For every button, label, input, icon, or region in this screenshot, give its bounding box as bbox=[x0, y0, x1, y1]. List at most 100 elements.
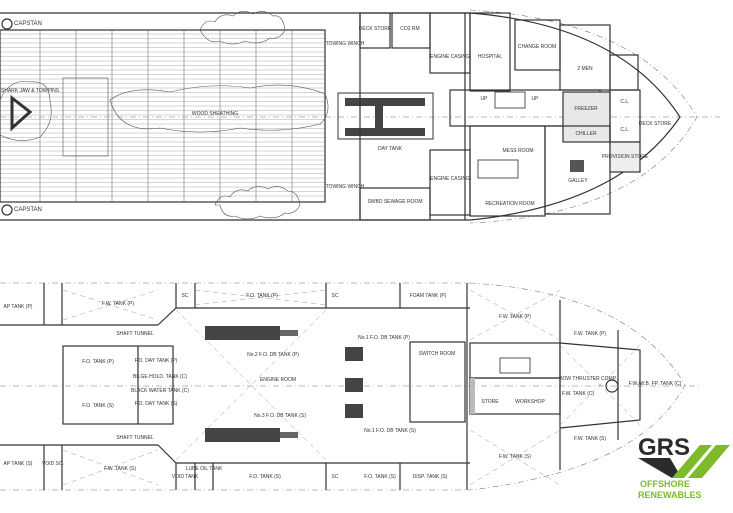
label-fw-tank-s-fwd: F.W. TANK (S) bbox=[574, 436, 606, 442]
label-fw-tank-p-fwd: F.W. TANK (P) bbox=[574, 331, 606, 337]
label-shaft-tunnel: SHAFT TUNNEL bbox=[116, 331, 154, 337]
label-engine-casing-stbd: ENGINE CASING bbox=[430, 176, 470, 182]
label-bilge-tank: BILGE HOLD. TANK (C) bbox=[133, 374, 187, 380]
logo-green-stripe bbox=[672, 445, 712, 478]
label-swbd-room: SWBD SEWAGE ROOM bbox=[367, 199, 422, 205]
label-mess-room: MESS ROOM bbox=[502, 148, 533, 154]
label-ap-tank-s: AP TANK (S) bbox=[4, 461, 33, 467]
label-bow-thruster: BOW THRUSTER COMP. bbox=[559, 376, 617, 382]
label-fo-tank-p-fwd: F.O. TANK (P) bbox=[246, 293, 278, 299]
label-foam-tank: FOAM TANK (P) bbox=[410, 293, 447, 299]
label-no2-fo-db-tank: No.2 F.O. DB TANK (P) bbox=[247, 352, 299, 358]
label-fw-tank-s: F.W. TANK (S) bbox=[104, 466, 136, 472]
capstan-icon bbox=[1, 204, 13, 216]
towing-winch bbox=[337, 92, 434, 140]
label-2-men: 2 MEN bbox=[577, 66, 593, 72]
label-fp-tank: F.W./W.B. FP. TANK (C) bbox=[629, 381, 682, 387]
upper-deck-plan: CAPSTAN CAPSTAN SHARK JAW & TOWPINS WOOD… bbox=[0, 9, 720, 224]
label-workshop: WORKSHOP bbox=[515, 399, 545, 405]
stairs bbox=[494, 91, 526, 109]
label-galley: GALLEY bbox=[568, 178, 588, 184]
label-store: STORE bbox=[481, 399, 499, 405]
label-switch-room: SWITCH ROOM bbox=[419, 351, 456, 357]
label-co2-room: CO2 RM bbox=[400, 26, 419, 32]
stairs bbox=[499, 357, 531, 374]
shark-jaw-cloud bbox=[0, 81, 52, 141]
label-ap-tank-p: AP TANK (P) bbox=[4, 304, 33, 310]
label-fo-tank-p: F.O. TANK (P) bbox=[82, 359, 114, 365]
revision-cloud bbox=[199, 11, 286, 45]
label-sc: SC bbox=[332, 474, 339, 480]
logo-grs-text: GRS bbox=[638, 434, 690, 461]
revision-cloud bbox=[109, 84, 329, 133]
label-fo-tank-s-aft: F.O. TANK (S) bbox=[249, 474, 281, 480]
label-fw-tank-c: F.W. TANK (C) bbox=[562, 391, 595, 397]
label-provision-store: PROVISION STORE bbox=[602, 154, 649, 160]
label-no3-fo-db-tank: No.3 F.O. DB TANK (S) bbox=[254, 413, 306, 419]
generator bbox=[345, 378, 363, 392]
main-engine-port bbox=[205, 326, 280, 340]
main-deck-area bbox=[0, 29, 326, 203]
bow-outline-dashed bbox=[469, 282, 686, 491]
main-engines bbox=[205, 326, 363, 442]
label-recreation-room: RECREATION ROOM bbox=[485, 201, 534, 207]
label-disp-tank: DISP. TANK (S) bbox=[413, 474, 448, 480]
label-hospital: HOSPITAL bbox=[478, 54, 503, 60]
label-chiller: CHILLER bbox=[575, 131, 597, 137]
label-deck-store: DECK STORE bbox=[359, 26, 392, 32]
label-sc: SC bbox=[182, 293, 189, 299]
label-void: VOID SC. bbox=[42, 461, 64, 467]
label-sc: SC bbox=[332, 293, 339, 299]
winch-motor bbox=[375, 106, 383, 128]
lower-deck-plan: AP TANK (P) F.W. TANK (P) SHAFT TUNNEL S… bbox=[0, 282, 700, 491]
label-shaft-tunnel: SHAFT TUNNEL bbox=[116, 435, 154, 441]
label-fw-tank-p: F.W. TANK (P) bbox=[102, 301, 134, 307]
label-engine-casing: ENGINE CASING bbox=[430, 54, 470, 60]
label-winch: TOWING WINCH bbox=[326, 41, 365, 47]
label-up: UP bbox=[481, 96, 489, 102]
lower-tanks bbox=[0, 283, 641, 490]
tank-diagonals bbox=[62, 289, 641, 486]
upper-rooms bbox=[359, 12, 641, 221]
wood-sheathing-deck bbox=[0, 30, 325, 202]
label-fw-tank-s-bow: F.W. TANK (S) bbox=[499, 454, 531, 460]
revision-cloud bbox=[214, 186, 301, 220]
bow-thruster-icon bbox=[605, 379, 619, 393]
label-fo-tank-s: F.O. TANK (S) bbox=[82, 403, 114, 409]
capstan-icon bbox=[1, 18, 13, 30]
label-black-water-tank: BLACK WATER TANK (C) bbox=[131, 388, 189, 394]
label-cl: C.L. bbox=[620, 99, 629, 105]
store-shelf bbox=[470, 378, 475, 414]
label-wood-sheathing: WOOD SHEATHING bbox=[192, 111, 238, 117]
label-shark-jaw: SHARK JAW & TOWPINS bbox=[1, 88, 60, 94]
grs-logo: GRS OFFSHORE RENEWABLES bbox=[638, 434, 730, 500]
winch-drum bbox=[345, 128, 425, 136]
label-engine-room: ENGINE ROOM bbox=[260, 377, 296, 383]
label-capstan-stbd: CAPSTAN bbox=[14, 207, 42, 213]
logo-offshore: OFFSHORE bbox=[640, 479, 690, 489]
label-no1-fo-db-tank-s: No.1 F.O. DB TANK (S) bbox=[364, 428, 416, 434]
label-fw-tank-p-bow: F.W. TANK (P) bbox=[499, 314, 531, 320]
label-day-tank: DAY TANK bbox=[378, 146, 403, 152]
label-up: UP bbox=[532, 96, 540, 102]
label-fo-tank-s-fwd: F.O. TANK (S) bbox=[364, 474, 396, 480]
main-engine-stbd bbox=[205, 428, 280, 442]
label-winch: TOWING WINCH bbox=[326, 184, 365, 190]
galley-range bbox=[570, 160, 584, 172]
label-fo-day-tank-s: F.O. DAY TANK (S) bbox=[135, 401, 178, 407]
label-void-tank: VOID TANK bbox=[172, 474, 199, 480]
generator bbox=[345, 347, 363, 361]
label-deck-store-bow: DECK STORE bbox=[639, 121, 672, 127]
shark-jaw-icon bbox=[10, 94, 33, 132]
label-capstan-port: CAPSTAN bbox=[14, 21, 42, 27]
label-freezer: FREEZER bbox=[574, 106, 598, 112]
generator bbox=[345, 404, 363, 418]
logo-renewables: RENEWABLES bbox=[638, 490, 702, 500]
label-change-room: CHANGE ROOM bbox=[518, 44, 556, 50]
label-lube-oil-tank: LUBE OIL TANK bbox=[186, 466, 223, 472]
logo-dark-stripe bbox=[638, 458, 680, 478]
label-cl: C.L. bbox=[620, 127, 629, 133]
mess-table bbox=[477, 159, 519, 179]
winch-drum bbox=[345, 98, 425, 106]
